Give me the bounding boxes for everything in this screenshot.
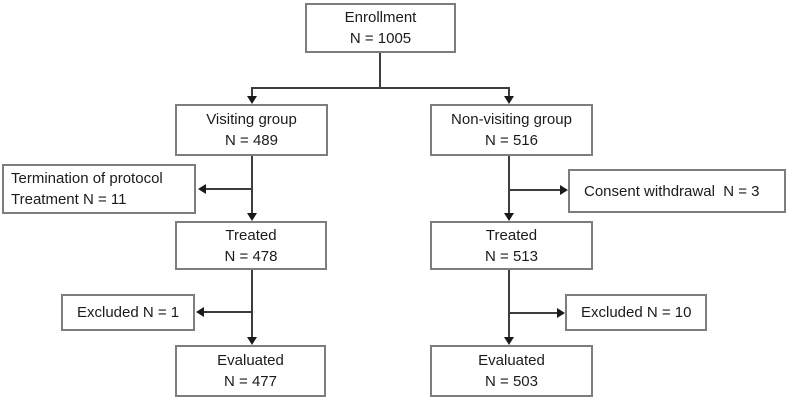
connector-to-excluded-non-visiting: [509, 312, 557, 314]
node-count: N = 516: [485, 132, 538, 149]
node-label: Termination of protocol: [11, 170, 163, 187]
node-count: N = 1005: [349, 30, 412, 47]
node-label: Visiting group: [206, 111, 297, 128]
connector-enrollment-stem: [379, 53, 381, 88]
node-label: Enrollment: [344, 9, 417, 26]
node-visiting-group: Visiting group N = 489: [175, 104, 328, 156]
node-label: Treated: [485, 226, 538, 244]
node-non-visiting-group: Non-visiting group N = 516: [430, 104, 593, 156]
node-label: Consent withdrawal N = 3: [584, 182, 760, 200]
arrowhead-excluded-visiting: [196, 307, 204, 317]
node-count: N = 503: [485, 373, 538, 390]
connector-to-visiting: [251, 87, 253, 97]
node-termination-of-protocol: Termination of protocol Treatment N = 11: [2, 164, 196, 214]
node-consent-withdrawal: Consent withdrawal N = 3: [568, 169, 786, 213]
node-count: N = 513: [485, 247, 538, 265]
node-count: N = 489: [225, 132, 278, 149]
node-count: N = 478: [224, 247, 278, 265]
connector-to-excluded-visiting: [204, 311, 253, 313]
connector-treated-to-evaluated-visiting: [251, 270, 253, 337]
node-label: Treated: [225, 226, 277, 244]
connector-non-visiting-to-treated: [508, 156, 510, 213]
node-label: Evaluated: [478, 352, 545, 369]
connector-to-consent-withdrawal: [509, 189, 560, 191]
arrowhead-to-non-visiting: [504, 96, 514, 104]
node-treated-non-visiting: Treated N = 513: [430, 221, 593, 270]
arrowhead-evaluated-non-visiting: [504, 337, 514, 345]
arrowhead-termination: [198, 184, 206, 194]
connector-split-bar: [251, 87, 510, 89]
arrowhead-excluded-non-visiting: [557, 308, 565, 318]
connector-to-non-visiting: [508, 87, 510, 97]
connector-to-termination: [206, 188, 253, 190]
node-evaluated-non-visiting: Evaluated N = 503: [430, 345, 593, 397]
node-label: Excluded N = 10: [581, 304, 692, 321]
node-evaluated-visiting: Evaluated N = 477: [175, 345, 326, 397]
node-count: Treatment N = 11: [11, 191, 127, 208]
connector-visiting-to-treated: [251, 156, 253, 213]
node-label: Excluded N = 1: [77, 304, 180, 321]
node-treated-visiting: Treated N = 478: [175, 221, 327, 270]
node-label: Non-visiting group: [451, 111, 572, 128]
connector-treated-to-evaluated-non-visiting: [508, 270, 510, 337]
node-excluded-visiting: Excluded N = 1: [61, 294, 195, 331]
arrowhead-treated-non-visiting: [504, 213, 514, 221]
node-enrollment: Enrollment N = 1005: [305, 3, 456, 53]
arrowhead-evaluated-visiting: [247, 337, 257, 345]
node-label: Evaluated: [217, 352, 284, 369]
arrowhead-treated-visiting: [247, 213, 257, 221]
node-count: N = 477: [224, 373, 277, 390]
arrowhead-to-visiting: [247, 96, 257, 104]
arrowhead-consent-withdrawal: [560, 185, 568, 195]
node-excluded-non-visiting: Excluded N = 10: [565, 294, 707, 331]
